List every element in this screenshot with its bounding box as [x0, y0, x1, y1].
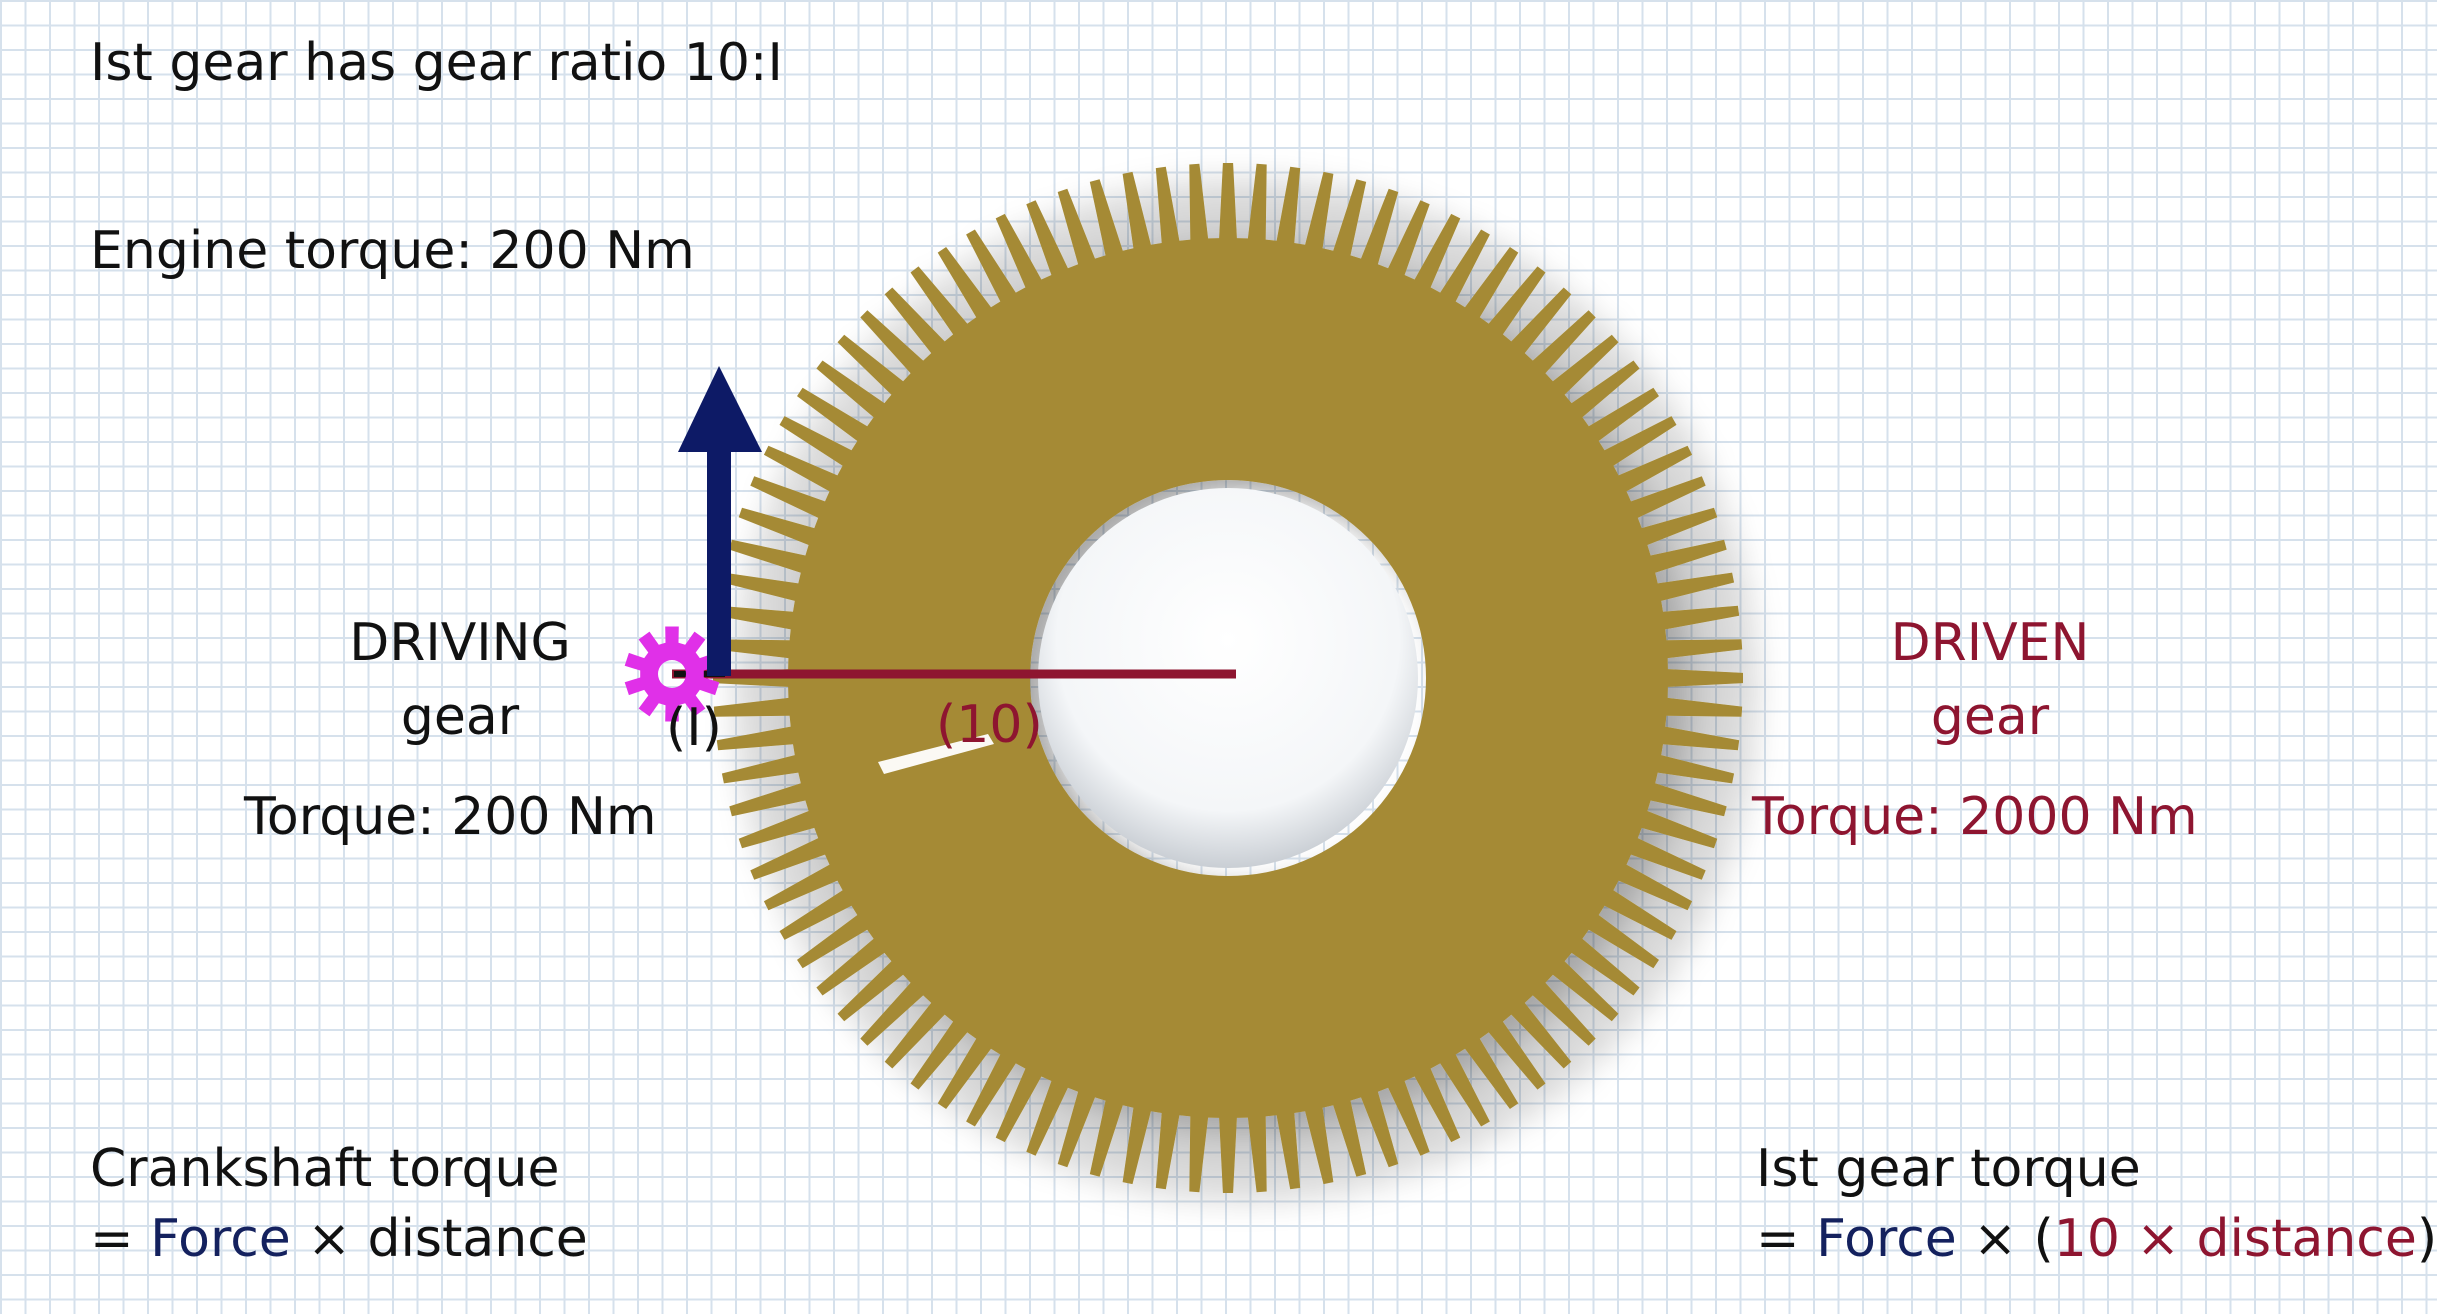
gear-torque-formula: = Force × (10 × distance): [1756, 1208, 2437, 1270]
force-arrow-icon: [678, 366, 762, 676]
formula-scaled-distance: 10 × distance: [2053, 1209, 2417, 1269]
crankshaft-formula-title: Crankshaft torque: [90, 1139, 560, 1199]
driving-gear-title: DRIVING: [349, 613, 571, 673]
driven-gear-title: DRIVEN: [1890, 613, 2090, 673]
formula-times: × (: [1956, 1209, 2054, 1269]
driven-gear-icon: [713, 163, 1743, 1193]
driving-gear-torque: Torque: 200 Nm: [244, 787, 657, 847]
gear-ratio-text: Ist gear has gear ratio 10:I: [90, 33, 783, 93]
crankshaft-formula: = Force × distance: [90, 1208, 588, 1270]
gear-torque-formula-title: Ist gear torque: [1756, 1139, 2141, 1199]
formula-force: Force: [1816, 1209, 1957, 1269]
formula-close: ): [2416, 1209, 2437, 1269]
formula-rest: × distance: [290, 1209, 588, 1269]
formula-force: Force: [150, 1209, 291, 1269]
driven-gear-subtitle: gear: [1930, 687, 2050, 747]
driving-gear-subtitle: gear: [400, 687, 520, 747]
driven-radius-label: (10): [936, 695, 1043, 755]
driving-gear-icon: [624, 626, 720, 722]
driving-radius-label: (I): [666, 698, 722, 758]
formula-eq: =: [90, 1209, 151, 1269]
formula-eq: =: [1756, 1209, 1817, 1269]
driven-gear-torque: Torque: 2000 Nm: [1752, 787, 2198, 847]
light-highlight: [878, 734, 994, 774]
engine-torque-text: Engine torque: 200 Nm: [90, 221, 695, 281]
